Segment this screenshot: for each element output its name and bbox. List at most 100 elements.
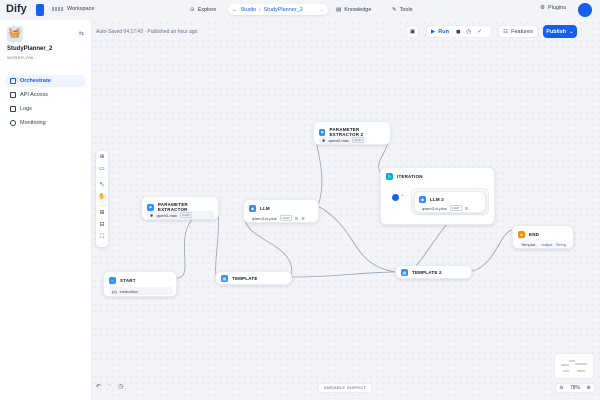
hand-icon[interactable]: ✋	[97, 193, 107, 202]
node-template-2[interactable]: ▦ TEMPLATE 2	[395, 265, 472, 279]
redo-icon[interactable]: ↷	[107, 384, 113, 390]
tool-divider	[98, 177, 106, 178]
model-name: qwen3-vl-plus	[252, 215, 277, 221]
sidebar-item-logs[interactable]: Logs	[5, 103, 85, 115]
collapse-sidebar-icon[interactable]: ⇆	[79, 31, 85, 37]
node-llm[interactable]: ◆ LLM qwen3-vl-plus CHAT ⚙ ⚒	[243, 199, 319, 223]
app-type: WORKFLOW	[7, 55, 34, 60]
model-badge: CHAT	[279, 215, 292, 221]
pointer-icon[interactable]: ↖	[99, 182, 105, 188]
node-template[interactable]: ▦ TEMPLATE	[215, 271, 292, 285]
nav-explore[interactable]: ⊙ Explore	[186, 4, 220, 15]
organize-blocks-icon[interactable]: ⊟	[99, 222, 105, 228]
undo-icon[interactable]: ↶	[96, 384, 102, 390]
variable-name: instruction	[119, 288, 138, 294]
app-name: StudyPlanner_2	[7, 46, 53, 52]
sidebar-item-label: Monitoring	[20, 120, 46, 126]
run-button[interactable]: Run	[438, 28, 449, 35]
sidebar-item-monitoring[interactable]: Monitoring	[5, 117, 85, 129]
add-node-icon[interactable]: ⊕	[99, 154, 105, 160]
node-title: PARAMETER EXTRACTOR	[157, 202, 188, 212]
maximize-canvas-icon[interactable]: ⛶	[99, 234, 105, 240]
parameter-extractor-icon: ⚑	[319, 128, 326, 136]
nav-studio-label: Studio	[240, 6, 257, 13]
publish-button[interactable]: Publish ⌄	[543, 25, 577, 38]
history-icon[interactable]: ◷	[118, 384, 124, 390]
current-app-label[interactable]: StudyPlanner_2	[263, 6, 303, 13]
model-icon: ✱	[322, 137, 326, 143]
iteration-child-area: ◆ LLM 2 qwen3-vl-plus CHAT ⚙	[411, 188, 489, 215]
zoom-level[interactable]: 78%	[569, 385, 580, 391]
template-icon: ▦	[221, 275, 228, 282]
plugins-button[interactable]: ⚙ Plugins	[540, 5, 566, 11]
zoom-out-icon[interactable]: ⊖	[559, 385, 564, 391]
zoom-control[interactable]: ⊖ 78% ⊕	[555, 383, 595, 393]
nav-tools[interactable]: ✎ Tools	[388, 4, 416, 15]
tools-count-icon: ⚒	[301, 215, 305, 221]
app-icon: 🧺	[7, 26, 23, 42]
dify-logo[interactable]: Dify	[6, 3, 27, 15]
plugins-icon: ⚙	[540, 5, 545, 11]
nav-explore-label: Explore	[197, 6, 217, 13]
logs-icon	[10, 106, 16, 112]
sidebar-item-orchestrate[interactable]: Orchestrate	[5, 75, 85, 87]
node-parameter-extractor-2[interactable]: ⚑ PARAMETER EXTRACTOR 2 ✱ qwen3-max CHAT	[313, 121, 391, 145]
features-button[interactable]: ☷ Features	[498, 25, 538, 38]
home-icon: ⌂	[109, 277, 116, 284]
settings-icon[interactable]: ⚙	[464, 205, 469, 211]
tool-divider	[98, 205, 106, 206]
node-parameter-extractor[interactable]: ⚑ PARAMETER EXTRACTOR ✱ qwen3-max CHAT	[141, 196, 219, 220]
node-header: ◆ LLM 2	[419, 196, 444, 203]
node-model: qwen3-vl-plus CHAT ⚙	[419, 204, 483, 212]
node-header: ⏹ END	[518, 231, 539, 238]
stop-icon[interactable]: ◼	[455, 28, 461, 35]
start-variable: {x} instruction	[109, 287, 173, 295]
sidebar-item-api-access[interactable]: API Access	[5, 89, 85, 101]
workspace-switcher[interactable]: Workspace	[52, 6, 94, 12]
history-icon: ▣	[409, 28, 416, 35]
iteration-start-icon	[392, 194, 399, 201]
model-badge: CHAT	[449, 205, 462, 211]
template-icon: ▦	[401, 269, 408, 276]
nav-knowledge[interactable]: ▤ Knowledge	[332, 4, 375, 15]
chevron-down-icon[interactable]: ⌄	[319, 6, 324, 13]
run-history-icon[interactable]: ◷	[466, 28, 472, 35]
top-bar: Dify Workspace ⊙ Explore ← Studio / Stud…	[0, 0, 600, 20]
nav-studio[interactable]: ← Studio / StudyPlanner_2 ⌄	[228, 4, 328, 15]
node-title: START	[120, 278, 136, 283]
end-icon: ⏹	[518, 231, 525, 238]
nav-tools-label: Tools	[399, 6, 413, 13]
history-button[interactable]: ▣	[406, 25, 419, 38]
play-icon[interactable]: ▶	[431, 28, 436, 35]
export-image-icon[interactable]: ⊞	[99, 210, 105, 216]
orchestrate-icon	[10, 78, 16, 84]
node-header: ⚑ PARAMETER EXTRACTOR	[147, 202, 218, 212]
model-name: qwen3-max	[328, 137, 350, 143]
checklist-icon[interactable]: ✓	[477, 28, 482, 35]
node-llm-2[interactable]: ◆ LLM 2 qwen3-vl-plus CHAT ⚙	[414, 191, 486, 213]
node-title: LLM	[260, 206, 270, 211]
minimap[interactable]	[554, 353, 594, 379]
add-note-icon[interactable]: ▭	[99, 166, 105, 172]
node-start[interactable]: ⌂ START {x} instruction	[103, 271, 177, 297]
node-end[interactable]: ⏹ END Templat... output String	[512, 225, 574, 249]
studio-back-icon: ←	[232, 6, 238, 13]
nav-knowledge-label: Knowledge	[344, 6, 372, 13]
chevron-down-icon: ⌄	[569, 28, 574, 35]
zoom-in-icon[interactable]: ⊕	[586, 385, 591, 391]
user-avatar[interactable]	[578, 3, 592, 17]
end-output: Templat... output String	[518, 240, 570, 248]
autosave-status: Auto-Saved 04:17:43 · Published an hour …	[96, 29, 198, 35]
add-node-plus-icon[interactable]: +	[401, 193, 404, 199]
variable-inspect-button[interactable]: VARIABLE INSPECT	[318, 383, 372, 393]
node-title: ITERATION	[397, 174, 423, 179]
variable-icon: {x}	[112, 288, 117, 294]
node-iteration[interactable]: ↻ ITERATION + ◆ LLM 2 qwen3-vl-plus CHAT…	[380, 167, 495, 225]
run-toolbar[interactable]: ▶ Run ◼ ◷ ✓	[426, 25, 492, 38]
node-header: ▦ TEMPLATE	[221, 275, 258, 282]
nav-separator: /	[259, 6, 261, 13]
settings-icon[interactable]: ⚙	[294, 215, 299, 221]
iteration-icon: ↻	[386, 173, 393, 180]
workspace-avatar-icon[interactable]	[36, 4, 44, 16]
model-badge: CHAT	[352, 137, 364, 143]
